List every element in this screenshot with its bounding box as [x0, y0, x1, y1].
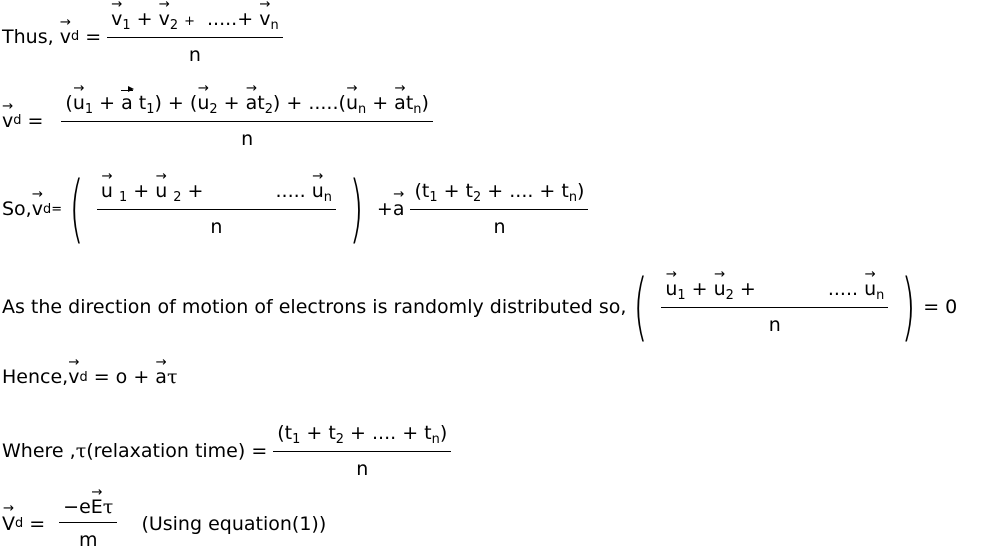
fraction-drift-velocity-result: −eEτ m: [59, 496, 118, 551]
equation-line-5: Hence,vd = o + aτ: [2, 366, 177, 388]
equation-note: (Using equation(1)): [141, 512, 327, 535]
drift-velocity-symbol: v: [60, 26, 71, 48]
equation-line-3: So,vd = ( u 1 + u 2 +..... un n ) + a (t…: [2, 172, 594, 246]
statement-text: As the direction of motion of electrons …: [2, 296, 627, 318]
equation-line-7: Vd = −eEτ m (Using equation(1)): [2, 496, 326, 551]
drift-velocity-symbol: v: [2, 110, 13, 132]
fraction-time-average: (t1 + t2 + .... + tn) n: [410, 180, 589, 238]
fraction-velocity-sum: (u1 + a t1) + (u2 + at2) + .....(un + at…: [61, 85, 433, 150]
equation-line-2: vd = (u1 + a t1) + (u2 + at2) + .....(un…: [2, 85, 439, 150]
equation-line-4: As the direction of motion of electrons …: [2, 270, 957, 344]
parenthesized-velocity-average: ( u 1 + u 2 +..... un n ): [62, 172, 371, 246]
equation-line-6: Where ,τ(relaxation time) = (t1 + t2 + .…: [2, 422, 457, 480]
fraction-relaxation-time: (t1 + t2 + .... + tn) n: [273, 422, 452, 480]
equation-line-1: Thus, vd = v1 + v2 + .....+ vn n: [2, 8, 289, 66]
fraction-velocities: v1 + v2 + .....+ vn n: [107, 8, 283, 66]
thus-label: Thus,: [2, 25, 54, 48]
parenthesized-random-velocities: ( u1 + u2 +..... un n ): [626, 270, 923, 344]
